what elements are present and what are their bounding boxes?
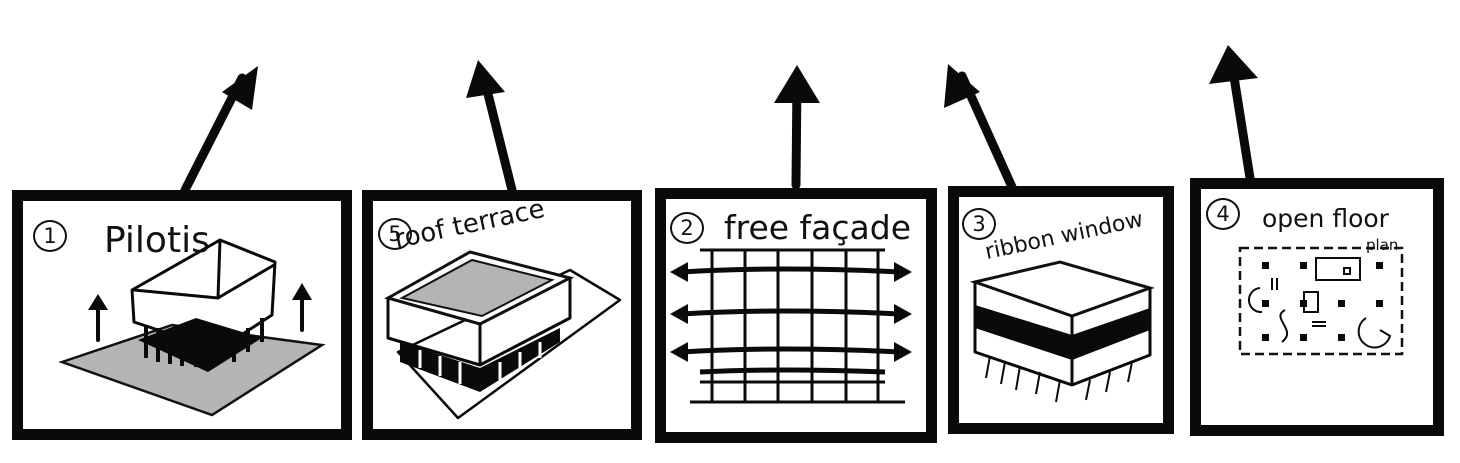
arrow-5 <box>1209 45 1258 183</box>
arrow-1 <box>180 66 258 195</box>
arrow-2 <box>466 60 517 195</box>
panel-title-free-facade: free façade <box>724 208 912 247</box>
panel-number-1: 1 <box>33 220 67 252</box>
panel-number-5: 5 <box>378 218 412 250</box>
panel-subtitle-plan: plan <box>1366 236 1399 254</box>
arrow-3 <box>774 65 820 190</box>
panel-number-2: 2 <box>670 212 704 244</box>
panel-title-open-floor: open floor <box>1262 204 1389 233</box>
panel-number-4: 4 <box>1206 198 1240 230</box>
panel-number-3: 3 <box>962 208 996 240</box>
arrow-4 <box>944 64 1017 192</box>
